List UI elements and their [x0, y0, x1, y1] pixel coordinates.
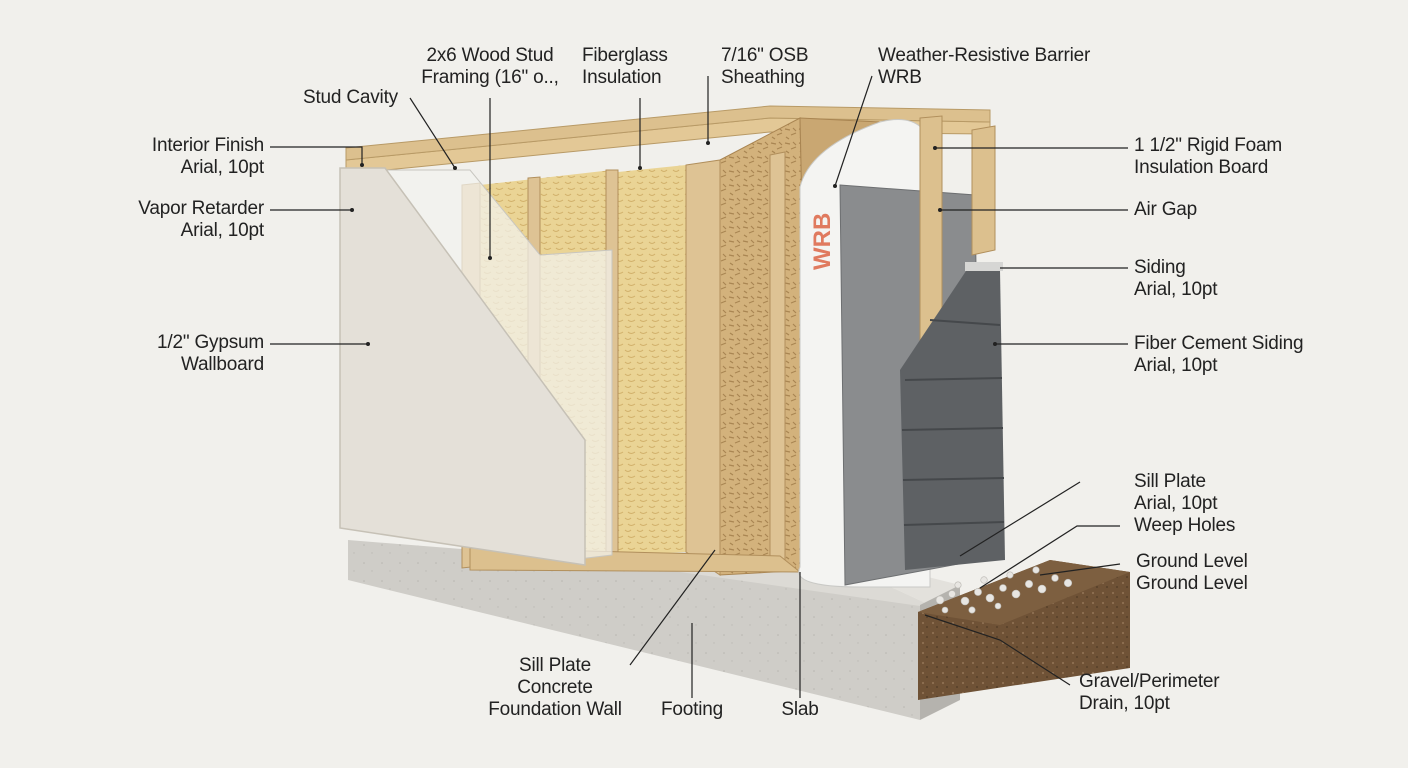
leader-lines: [270, 75, 1128, 698]
label-slab: Slab: [781, 699, 819, 720]
fiber-cement-siding: [900, 262, 1005, 570]
label-footing: Footing: [661, 699, 723, 720]
gypsum-wallboard: [339, 167, 586, 566]
label-air-gap: Air Gap: [1134, 199, 1198, 220]
label-stud-cavity: Stud Cavity: [303, 87, 398, 108]
leader-dots: [350, 141, 997, 346]
label-weep-holes: Weep Holes: [1134, 515, 1236, 536]
wrb-print: WRB: [809, 213, 836, 270]
gravel: [935, 566, 1073, 614]
